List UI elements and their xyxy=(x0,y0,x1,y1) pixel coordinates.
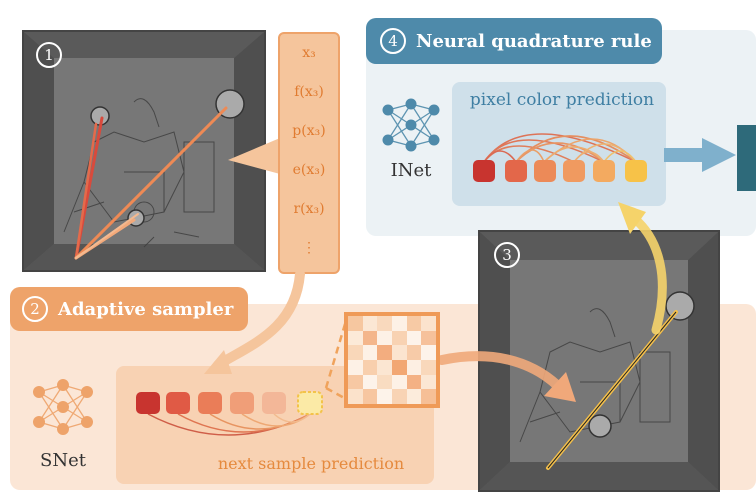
snet-label: SNet xyxy=(40,450,86,471)
step-2-badge: 2 xyxy=(22,296,48,322)
output-arrow xyxy=(664,138,736,172)
flow-arrow-to-inet xyxy=(618,202,667,335)
neural-quadrature-title-text: Neural quadrature rule xyxy=(416,30,652,52)
neural-network-icon xyxy=(33,379,93,435)
pixel-node xyxy=(473,160,495,182)
sample-node xyxy=(198,392,222,414)
pixel-node xyxy=(534,160,556,182)
sample-distribution-heatmap xyxy=(344,312,440,408)
sample-node xyxy=(262,392,286,414)
next-sample-prediction-label: next sample prediction xyxy=(217,454,405,473)
adaptive-sampler-title: 2 Adaptive sampler xyxy=(10,287,248,331)
flow-arrow-to-scene3 xyxy=(440,351,576,402)
inet-label: INet xyxy=(390,160,432,181)
step-1-badge: 1 xyxy=(36,42,62,68)
neural-network-icon xyxy=(382,98,440,152)
pixel-node xyxy=(625,160,647,182)
sample-node xyxy=(166,392,190,414)
step-4-badge: 4 xyxy=(380,28,406,54)
sample-features-list: x₃ f(x₃) p(x₃) e(x₃) r(x₃) ⋮ xyxy=(278,32,340,274)
sample-x: x₃ xyxy=(302,45,316,61)
flow-arrow-to-snet xyxy=(204,270,305,374)
sample-r: r(x₃) xyxy=(293,201,325,217)
pixel-node xyxy=(563,160,585,182)
step-3-badge: 3 xyxy=(494,242,520,268)
pixel-prediction-graph xyxy=(473,133,647,182)
sample-node xyxy=(230,392,254,414)
neural-quadrature-title: 4 Neural quadrature rule xyxy=(366,18,662,64)
adaptive-sampler-title-text: Adaptive sampler xyxy=(58,298,234,320)
pixel-color-prediction-label: pixel color prediction xyxy=(469,90,655,110)
sample-more: ⋮ xyxy=(302,240,316,256)
scene-1 xyxy=(22,30,266,272)
predicted-sample-node xyxy=(297,391,323,415)
callout-pointer xyxy=(228,138,280,174)
pixel-node xyxy=(505,160,527,182)
output-block xyxy=(737,125,756,191)
sample-node xyxy=(136,392,160,414)
scene-1-illustration xyxy=(24,32,264,270)
sample-f: f(x₃) xyxy=(294,84,324,100)
sample-e: e(x₃) xyxy=(292,162,326,178)
next-sample-prediction-graph xyxy=(136,391,323,436)
pixel-node xyxy=(593,160,615,182)
sample-p: p(x₃) xyxy=(292,123,326,139)
